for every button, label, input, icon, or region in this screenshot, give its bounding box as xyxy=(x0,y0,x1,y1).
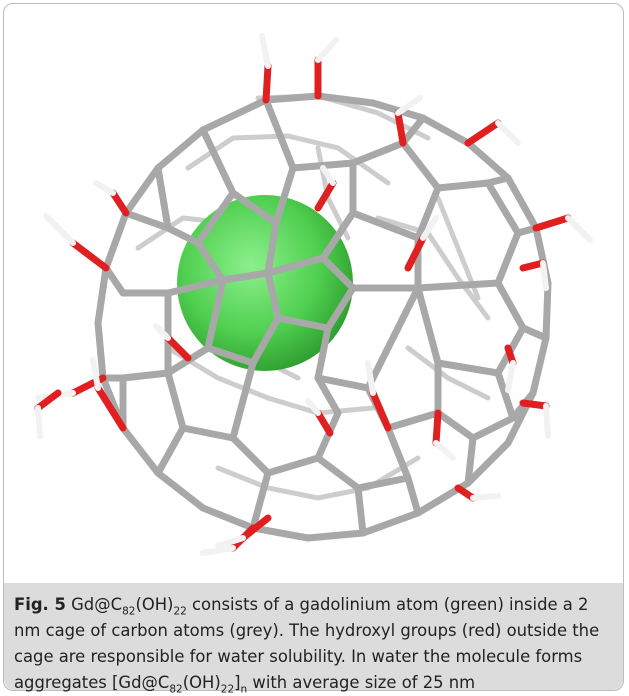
hydroxyl-group xyxy=(93,180,130,217)
hydroxyl-group xyxy=(432,409,456,461)
hydroxyl-group xyxy=(153,323,192,362)
hydroxyl-group xyxy=(504,344,517,393)
formula-subscript: 22 xyxy=(220,683,235,696)
hydroxyl-group xyxy=(519,399,551,439)
caption-text-part1: consists of a gadolinium atom (green) in… xyxy=(14,595,600,692)
figure-caption: Fig. 5 Gd@C82(OH)22 consists of a gadoli… xyxy=(14,592,614,696)
hydroxyl-groups xyxy=(34,33,593,556)
formula-main: Gd@C xyxy=(71,595,123,614)
hydroxyl-group xyxy=(305,398,334,437)
hydroxyl-group xyxy=(394,95,423,147)
hydroxyl-group xyxy=(365,360,392,432)
hydroxyl-group xyxy=(314,165,337,212)
hydroxyl-group xyxy=(404,215,439,272)
formula-subscript: 82 xyxy=(169,683,183,696)
formula-subscript: 82 xyxy=(122,605,136,618)
hydroxyl-group xyxy=(532,214,593,243)
aggregate-bracket-close: ] xyxy=(234,673,241,692)
hydroxyl-group xyxy=(519,259,549,291)
figure-label: Fig. 5 xyxy=(14,595,66,614)
hydroxyl-group xyxy=(43,213,110,272)
formula-hydroxyl: (OH) xyxy=(135,595,174,614)
hydroxyl-group xyxy=(34,389,62,439)
formula-subscript: n xyxy=(240,683,248,696)
aggregate-formula-hydroxyl: (OH) xyxy=(182,673,221,692)
hydroxyl-group xyxy=(90,357,127,432)
caption-text-part2: with average size of 25 nm xyxy=(247,673,476,692)
hydroxyl-group xyxy=(464,119,521,147)
hydroxyl-group xyxy=(35,374,107,401)
hydroxyl-group xyxy=(215,514,272,549)
aggregate-formula-main: Gd@C xyxy=(118,673,170,692)
formula-subscript: 22 xyxy=(173,605,187,618)
caption-background xyxy=(4,583,623,690)
hydroxyl-group xyxy=(314,37,339,100)
hydroxyl-group xyxy=(259,33,272,104)
formula: Gd@C82(OH)22 xyxy=(71,595,187,618)
hydroxyl-group xyxy=(454,484,501,502)
molecule-image xyxy=(34,33,593,556)
